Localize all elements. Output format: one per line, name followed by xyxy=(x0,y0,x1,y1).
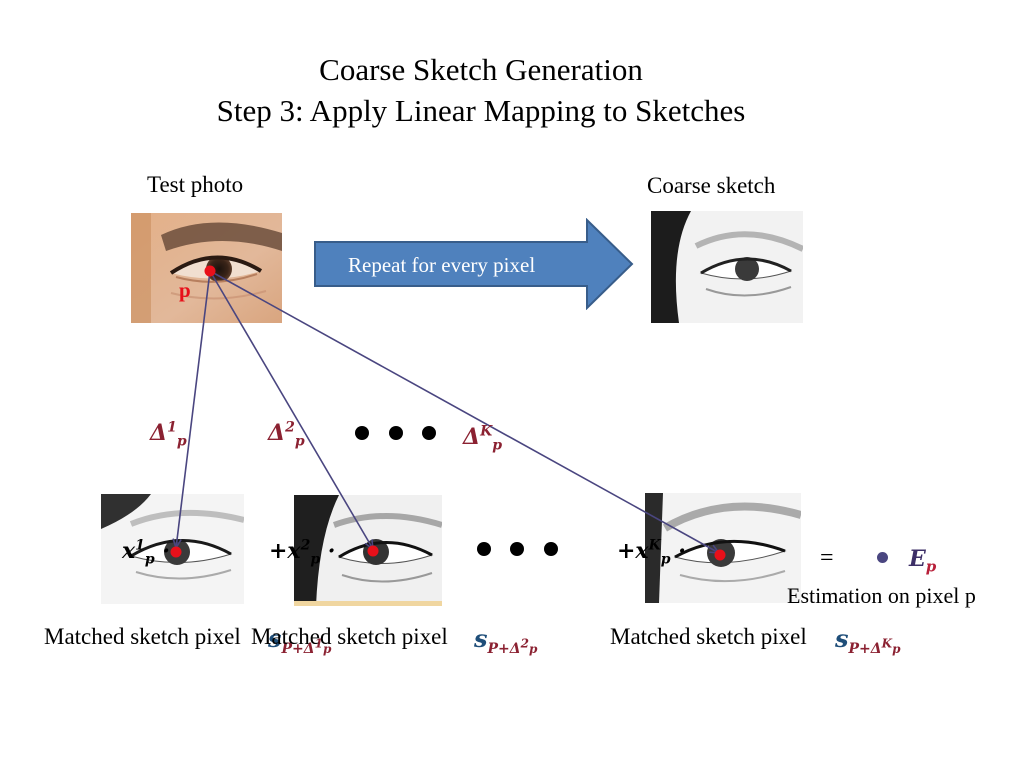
coarse-sketch-label: Coarse sketch xyxy=(647,173,776,198)
ellipsis-dot xyxy=(422,426,436,440)
pixel-p-dot xyxy=(204,265,216,277)
estimation-caption: Estimation on pixel p xyxy=(787,583,976,608)
matched-caption-2: Matched sketch pixel xyxy=(251,624,448,649)
matched-caption-k: Matched sketch pixel xyxy=(610,624,807,649)
mapping-line-k xyxy=(209,270,719,553)
ellipsis-dot xyxy=(510,542,524,556)
ellipsis-dot xyxy=(544,542,558,556)
matched-dot-k xyxy=(714,549,726,561)
result-dot xyxy=(877,552,888,563)
ellipsis-dot xyxy=(477,542,491,556)
ellipsis-dot xyxy=(389,426,403,440)
test-photo-label: Test photo xyxy=(147,172,244,197)
pixel-p-label: p xyxy=(179,278,191,302)
mapping-line-1 xyxy=(176,270,211,548)
equals-sign: = xyxy=(820,545,834,571)
slide-title-line1: Coarse Sketch Generation xyxy=(319,52,643,87)
coefficient-1: x1p · xyxy=(122,537,171,568)
coefficient-2: +x2p · xyxy=(269,537,336,568)
matched-dot-1 xyxy=(170,546,182,558)
coarse-sketch-image xyxy=(651,211,803,323)
ellipsis-dot xyxy=(355,426,369,440)
delta-1-label: Δ1p xyxy=(150,419,187,450)
estimate-ep: Ep xyxy=(909,546,937,576)
slide-title-line2: Step 3: Apply Linear Mapping to Sketches xyxy=(216,93,746,128)
matched-dot-2 xyxy=(367,545,379,557)
matched-sketch-k-image xyxy=(645,493,801,603)
delta-k-label: ΔKp xyxy=(463,423,503,454)
mapping-line-2 xyxy=(209,270,373,549)
s-symbol-1: sP+Δ1p xyxy=(268,624,332,657)
s-symbol-k: sP+ΔKp xyxy=(835,624,901,657)
coefficient-k: +xKp · xyxy=(617,537,686,568)
repeat-arrow xyxy=(314,218,634,310)
delta-2-label: Δ2p xyxy=(268,419,305,450)
matched-caption-1: Matched sketch pixel xyxy=(44,624,241,649)
repeat-label: Repeat for every pixel xyxy=(348,253,536,277)
s-symbol-2: sP+Δ2p xyxy=(474,624,538,657)
